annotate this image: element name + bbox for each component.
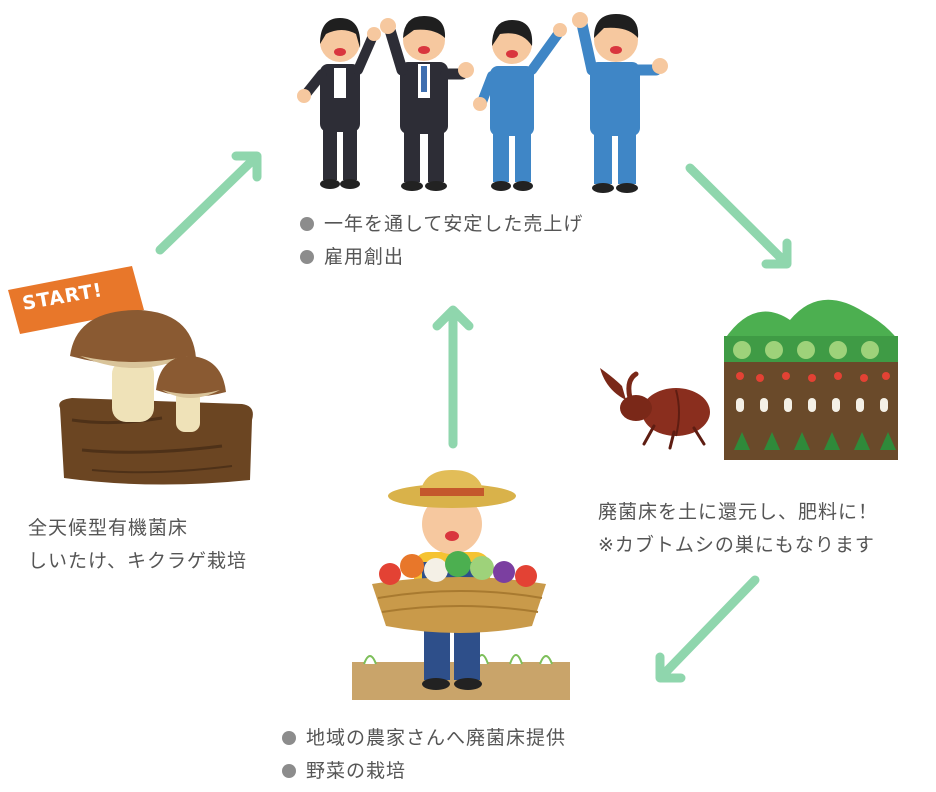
start-badge <box>8 266 144 334</box>
right-line-2: ※カブトムシの巣にもなります <box>598 534 875 556</box>
beetle-illustration <box>600 368 710 450</box>
right-node-text: 廃菌床を土に還元し、肥料に！ ※カブトムシの巣にもなります <box>598 496 878 562</box>
mushroom-log-illustration <box>59 310 253 485</box>
farmer-illustration <box>352 470 570 700</box>
workers-illustration <box>297 12 668 193</box>
left-node-text: 全天候型有機菌床 しいたけ、キクラゲ栽培 <box>28 512 247 578</box>
bottom-item-1: 地域の農家さんへ廃菌床提供 <box>282 722 566 755</box>
top-node-text: 一年を通して安定した売上げ 雇用創出 <box>300 208 583 274</box>
bullet-icon <box>282 764 296 778</box>
top-item-2: 雇用創出 <box>300 241 583 274</box>
bullet-icon <box>282 731 296 745</box>
bottom-node-text: 地域の農家さんへ廃菌床提供 野菜の栽培 <box>282 722 566 788</box>
worker-4 <box>572 12 668 193</box>
bottom-item-2: 野菜の栽培 <box>282 755 566 788</box>
worker-3 <box>473 20 567 191</box>
soil-layers-illustration <box>724 299 898 460</box>
left-line-2: しいたけ、キクラゲ栽培 <box>28 550 248 572</box>
bullet-icon <box>300 217 314 231</box>
bullet-icon <box>300 250 314 264</box>
worker-2 <box>380 16 474 191</box>
right-line-1: 廃菌床を土に還元し、肥料に！ <box>598 501 879 523</box>
top-item-1: 一年を通して安定した売上げ <box>300 208 583 241</box>
left-line-1: 全天候型有機菌床 <box>28 517 189 539</box>
worker-1 <box>297 18 381 189</box>
